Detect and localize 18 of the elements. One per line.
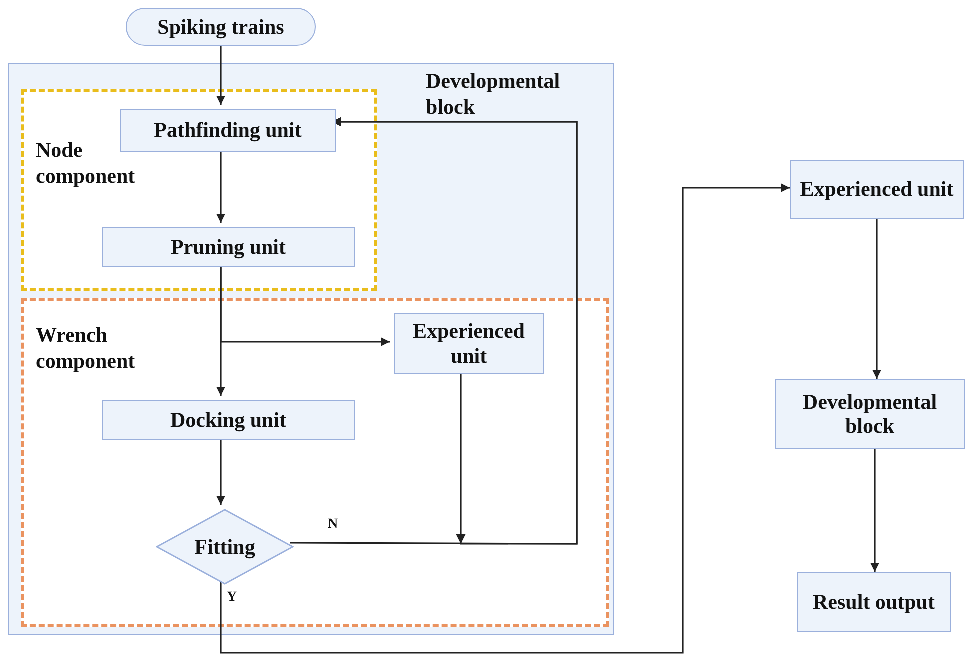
process-box: Pathfinding unit xyxy=(120,109,336,152)
decision-diamond: Fitting xyxy=(156,509,294,585)
process-box: Docking unit xyxy=(102,400,355,440)
arrow xyxy=(216,46,226,105)
process-box: Experienced unit xyxy=(790,160,964,219)
start-terminal: Spiking trains xyxy=(126,8,316,46)
region-heading: Developmental block xyxy=(426,68,562,120)
process-box: Experienced unit xyxy=(394,313,544,374)
component-region xyxy=(21,298,609,627)
block-panel xyxy=(8,63,614,635)
region-heading: Wrench component xyxy=(36,322,136,374)
arrow xyxy=(220,184,790,654)
process-box: Pruning unit xyxy=(102,227,355,267)
process-box: Developmental block xyxy=(775,379,965,449)
component-region xyxy=(21,89,377,291)
arrow xyxy=(872,219,882,379)
arrow xyxy=(870,449,880,572)
process-box: Result output xyxy=(797,572,951,632)
